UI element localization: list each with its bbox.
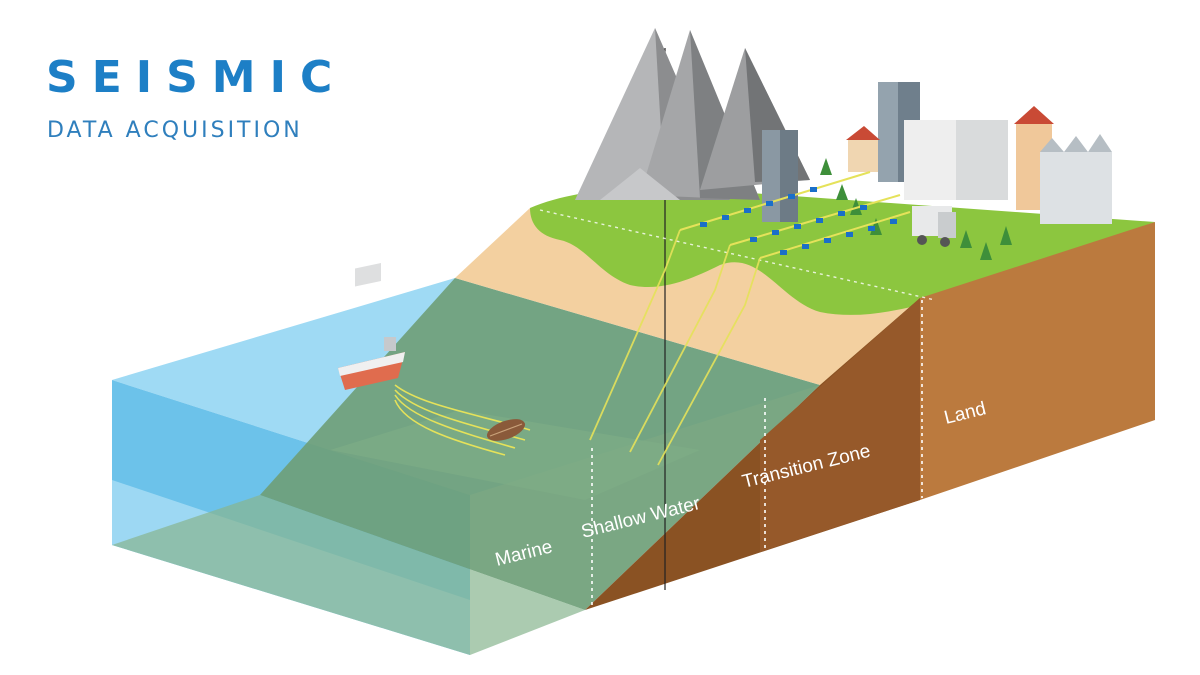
surface-dotted-line	[539, 209, 936, 301]
descending-cables	[589, 229, 761, 466]
earth-transition-shade	[760, 298, 920, 552]
trees	[820, 158, 1012, 260]
geophones	[700, 187, 897, 255]
sand-beach	[455, 208, 940, 385]
ocean-bottom-node-icon	[486, 419, 526, 441]
shelf-floor-front	[112, 495, 585, 655]
grass-terrain	[530, 185, 1155, 315]
survey-vessel-icon	[338, 263, 405, 390]
diagram-title: SEISMIC	[46, 52, 347, 103]
earth-side-face	[920, 222, 1155, 500]
diagram-subtitle: DATA ACQUISITION	[47, 118, 303, 143]
vibroseis-truck-icon	[912, 206, 956, 247]
shelf-mid-band	[330, 410, 700, 500]
city-buildings	[762, 82, 1112, 224]
